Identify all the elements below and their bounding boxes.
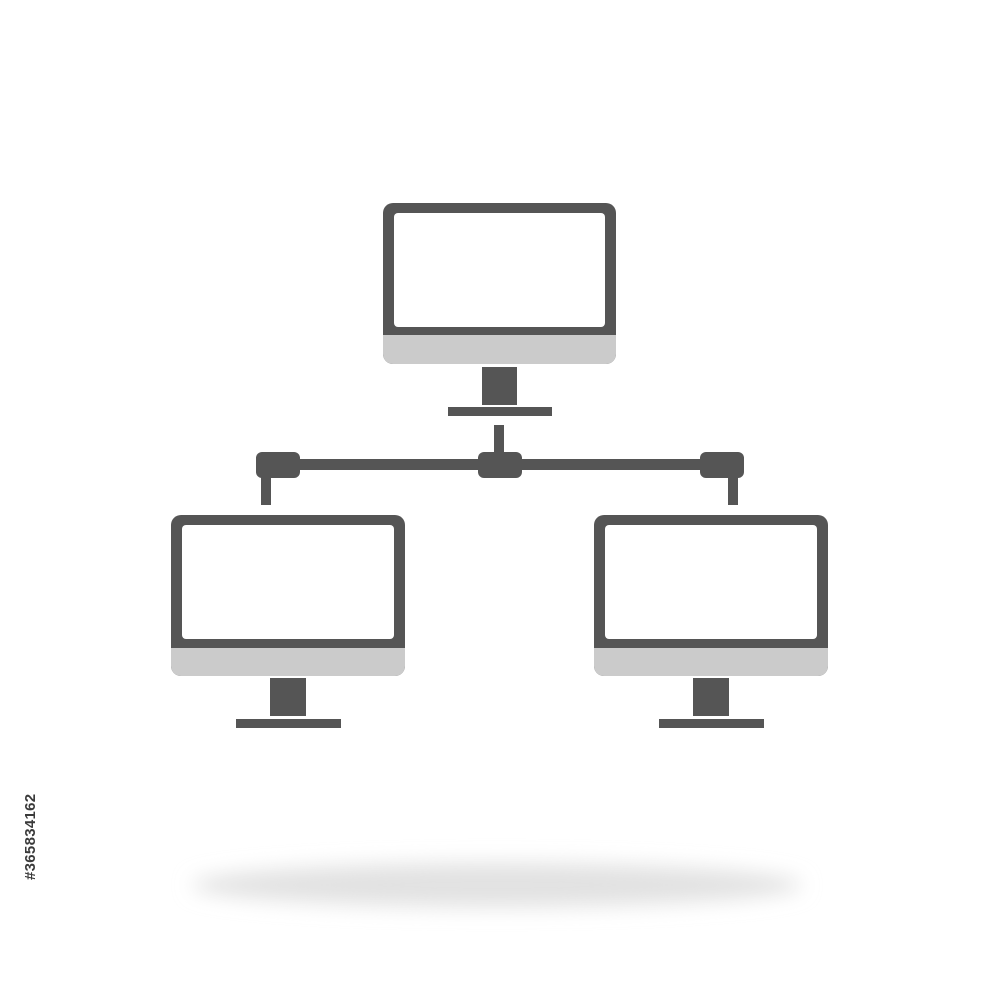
floor-shadow: [192, 863, 802, 907]
left-monitor-icon: [171, 515, 405, 728]
right-monitor-icon: [594, 515, 828, 728]
stock-id-label: #365834162: [22, 793, 39, 880]
network-connector-icon: [256, 425, 744, 505]
top-monitor-icon: [383, 203, 616, 416]
